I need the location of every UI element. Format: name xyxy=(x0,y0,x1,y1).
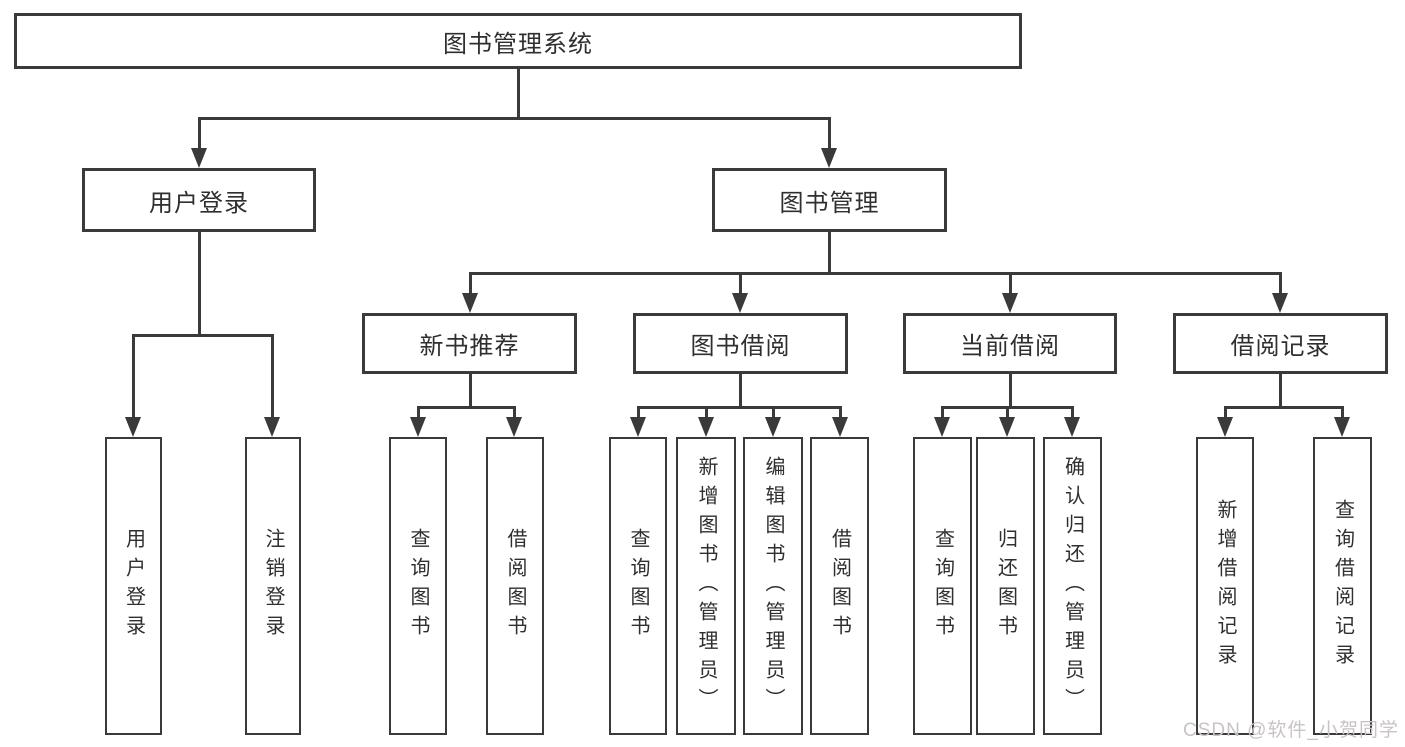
leaf-label: 用户登录 xyxy=(122,528,145,644)
arrow-down-icon xyxy=(462,293,478,313)
node-label: 图书管理 xyxy=(779,189,880,217)
arrow-down-icon xyxy=(1334,417,1350,437)
leaf-borrow-books-borrowing: 借阅图书 xyxy=(810,437,869,735)
leaf-label: 查询图书 xyxy=(407,528,429,644)
leaf-label: 借阅图书 xyxy=(504,528,526,644)
leaf-add-borrow-record: 新增借阅记录 xyxy=(1196,437,1254,735)
node-label: 用户登录 xyxy=(149,189,249,217)
connector-line xyxy=(1279,272,1282,295)
leaf-label: 新增借阅记录 xyxy=(1214,499,1236,673)
arrow-down-icon xyxy=(765,417,781,437)
node-new-book-recommendation: 新书推荐 xyxy=(362,313,577,374)
connector-line xyxy=(1341,406,1344,418)
connector-line xyxy=(198,117,831,120)
node-root: 图书管理系统 xyxy=(14,13,1022,69)
leaf-query-books-current: 查询图书 xyxy=(913,437,972,735)
arrow-down-icon xyxy=(1064,417,1080,437)
leaf-label: 确认归还（管理员） xyxy=(1061,455,1084,717)
leaf-user-login: 用户登录 xyxy=(105,437,162,735)
connector-line xyxy=(132,334,273,337)
connector-line xyxy=(198,232,201,336)
connector-line xyxy=(271,334,274,418)
leaf-return-books: 归还图书 xyxy=(976,437,1035,735)
arrow-down-icon xyxy=(264,417,280,437)
connector-line xyxy=(828,232,831,274)
leaf-label: 归还图书 xyxy=(994,528,1017,644)
leaf-add-book-admin: 新增图书（管理员） xyxy=(676,437,736,735)
connector-line xyxy=(941,406,944,418)
leaf-label: 注销登录 xyxy=(262,528,284,644)
arrow-down-icon xyxy=(1272,293,1288,313)
arrow-down-icon xyxy=(1217,417,1233,437)
csdn-watermark: CSDN @软件_小贺同学 xyxy=(1183,720,1399,741)
connector-line xyxy=(417,406,420,418)
arrow-down-icon xyxy=(698,417,714,437)
connector-line xyxy=(828,117,831,150)
arrow-down-icon xyxy=(506,417,522,437)
connector-line xyxy=(739,272,742,295)
leaf-confirm-return-admin: 确认归还（管理员） xyxy=(1043,437,1102,735)
connector-line xyxy=(1006,406,1009,418)
node-label: 图书管理系统 xyxy=(443,30,593,58)
connector-line xyxy=(469,272,1281,275)
connector-line xyxy=(739,374,742,408)
connector-line xyxy=(132,334,135,418)
arrow-down-icon xyxy=(999,417,1015,437)
leaf-label: 查询图书 xyxy=(627,528,649,644)
connector-line xyxy=(469,374,472,408)
node-book-management: 图书管理 xyxy=(712,168,947,232)
node-label: 图书借阅 xyxy=(690,333,791,360)
arrow-down-icon xyxy=(934,417,950,437)
node-book-borrowing: 图书借阅 xyxy=(633,313,848,374)
leaf-label: 查询借阅记录 xyxy=(1331,499,1354,673)
node-label: 借阅记录 xyxy=(1230,333,1331,360)
leaf-label: 编辑图书（管理员） xyxy=(762,455,784,717)
arrow-down-icon xyxy=(191,148,207,168)
connector-line xyxy=(517,69,520,118)
connector-line xyxy=(637,406,841,409)
arrow-down-icon xyxy=(821,148,837,168)
connector-line xyxy=(705,406,708,418)
connector-line xyxy=(1224,406,1343,409)
leaf-query-borrow-record: 查询借阅记录 xyxy=(1313,437,1372,735)
connector-line xyxy=(513,406,516,418)
connector-line xyxy=(1224,406,1227,418)
leaf-query-books-borrowing: 查询图书 xyxy=(609,437,667,735)
connector-line xyxy=(839,406,842,418)
node-label: 新书推荐 xyxy=(419,333,520,360)
connector-line xyxy=(1009,272,1012,295)
connector-line xyxy=(469,272,472,295)
node-borrow-records: 借阅记录 xyxy=(1173,313,1388,374)
arrow-down-icon xyxy=(125,417,141,437)
leaf-query-books-recommend: 查询图书 xyxy=(389,437,447,735)
connector-line xyxy=(1009,374,1012,408)
leaf-edit-book-admin: 编辑图书（管理员） xyxy=(743,437,803,735)
leaf-label: 查询图书 xyxy=(931,528,954,644)
connector-line xyxy=(772,406,775,418)
node-current-borrowing: 当前借阅 xyxy=(903,313,1117,374)
connector-line xyxy=(1071,406,1074,418)
leaf-label: 新增图书（管理员） xyxy=(695,455,717,717)
connector-line xyxy=(198,117,201,150)
node-user-login: 用户登录 xyxy=(82,168,316,232)
arrow-down-icon xyxy=(732,293,748,313)
connector-line xyxy=(417,406,516,409)
arrow-down-icon xyxy=(630,417,646,437)
arrow-down-icon xyxy=(1002,293,1018,313)
leaf-logout: 注销登录 xyxy=(245,437,301,735)
connector-line xyxy=(637,406,640,418)
node-label: 当前借阅 xyxy=(960,333,1060,360)
leaf-label: 借阅图书 xyxy=(828,528,851,644)
leaf-borrow-books-recommend: 借阅图书 xyxy=(486,437,544,735)
arrow-down-icon xyxy=(410,417,426,437)
connector-line xyxy=(1279,374,1282,408)
arrow-down-icon xyxy=(832,417,848,437)
